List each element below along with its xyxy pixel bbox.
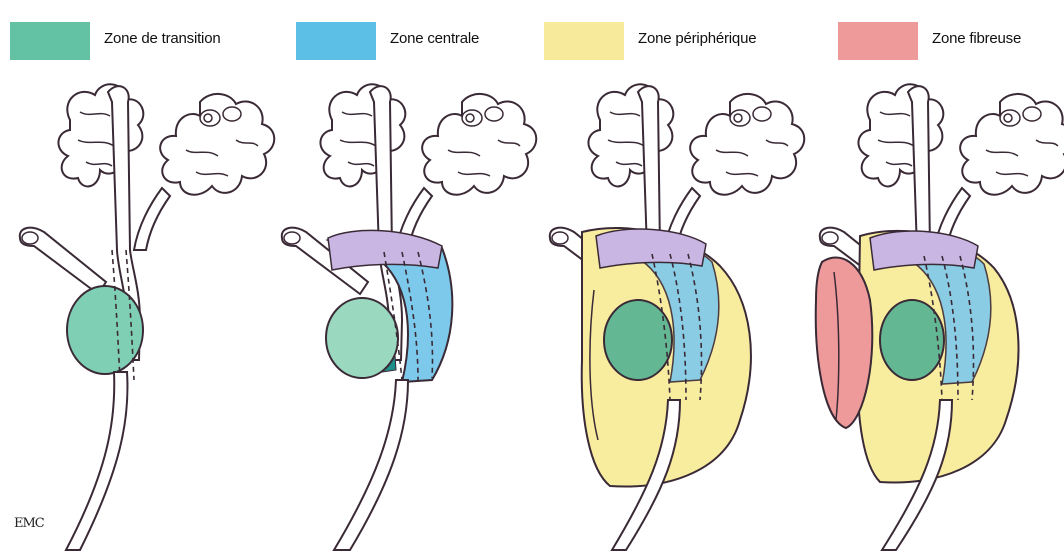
stamp-text: EMC [14, 516, 44, 531]
panel-fibrous-zone [816, 84, 1064, 550]
urethra-2 [334, 380, 408, 550]
panel-peripheral-zone [550, 84, 804, 550]
fibrous-zone-shape [816, 258, 873, 428]
panel-central-zone [282, 84, 536, 550]
fibrous-purple-zone [870, 231, 978, 270]
transition-zone-shape [67, 286, 143, 374]
central-purple-zone [328, 230, 442, 270]
urethra-1 [66, 372, 127, 550]
transition-zone-shape-2 [326, 298, 398, 378]
peripheral-purple-zone [596, 229, 706, 268]
panel-transition-zone [20, 84, 274, 550]
